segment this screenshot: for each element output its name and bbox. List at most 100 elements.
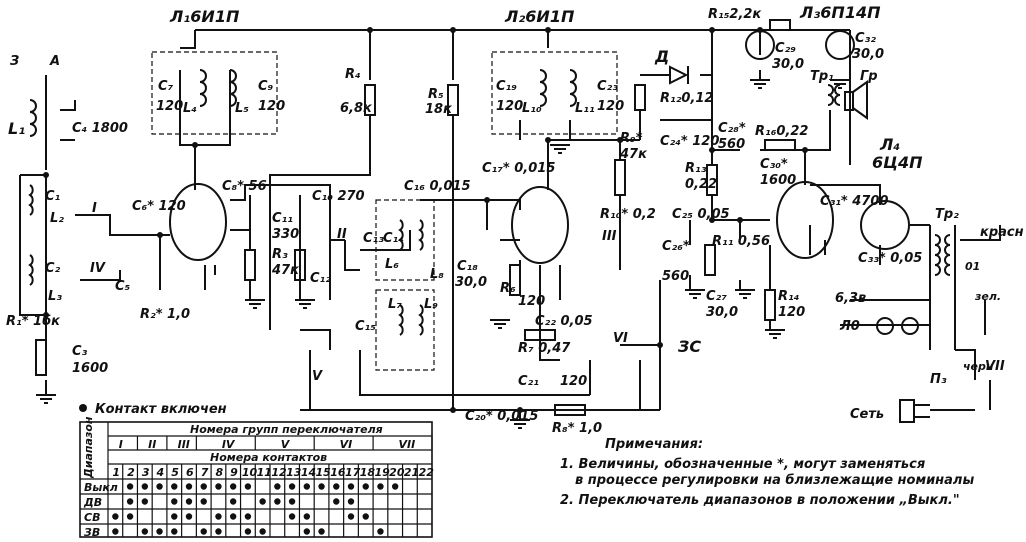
c21-label: C₂₁ <box>518 374 539 389</box>
r3-value: 47к <box>271 263 300 278</box>
table-contact-dot <box>333 483 340 490</box>
c32-value: 30,0 <box>852 47 884 62</box>
c22-label: C₂₂ 0,05 <box>535 314 593 329</box>
c30-label: C₃₀* <box>760 157 788 172</box>
c5-label: C₅ <box>115 279 131 294</box>
r10-label: R₁₀* 0,2 <box>600 207 656 222</box>
table-contact-dot <box>362 483 369 490</box>
r6-value: 120 <box>518 294 545 309</box>
output-zs-label: ЗС <box>677 337 701 356</box>
legend-text: Контакт включен <box>95 402 227 417</box>
c26-value: 560 <box>662 269 689 284</box>
r4-value: 6,8к <box>340 101 373 116</box>
table-contact-dot <box>391 483 399 490</box>
r2-label: R₂* 1,0 <box>140 307 190 322</box>
mains-plug <box>899 399 930 423</box>
table-contact-dot <box>112 528 119 535</box>
table-contact-dot <box>347 498 355 505</box>
tube-l2-label: Л₂6И1П <box>504 7 575 26</box>
table-contact-dot <box>156 528 163 535</box>
ground-terminal-label: З <box>10 54 19 69</box>
c6-label: C₆* 120 <box>132 199 186 214</box>
table-contact-number: 4 <box>156 466 165 479</box>
l11-label: L₁₁ <box>575 101 595 116</box>
table-group-number: II <box>148 438 156 451</box>
table-group-number: IV <box>222 438 236 451</box>
r3-label: R₃ <box>272 247 288 262</box>
shields <box>151 51 618 371</box>
switch-group-3: III <box>602 229 617 244</box>
table-contact-number: 22 <box>419 466 435 479</box>
c19-value: 120 <box>496 99 523 114</box>
table-contact-dot <box>377 483 384 490</box>
table-group-number: VII <box>399 438 416 451</box>
c11-label: C₁₁ <box>272 211 293 226</box>
switch-group-labels: I II III IV V VI VII <box>90 201 1005 384</box>
r1-label: R₁* 1бк <box>6 314 61 329</box>
table-group-number: I <box>119 438 123 451</box>
table-contact-dot <box>229 498 237 505</box>
c21-value: 120 <box>560 374 587 389</box>
table-contact-dot <box>318 528 325 535</box>
table-group-number: V <box>281 438 291 451</box>
r4-label: R₄ <box>345 67 361 82</box>
c9-value: 120 <box>258 99 285 114</box>
gr-label: Гр <box>860 69 878 84</box>
c12-label: C₁₂ <box>310 271 331 286</box>
table-contact-dot <box>141 483 149 490</box>
table-contact-dot <box>288 513 296 520</box>
note-line-1: 1. Величины, обозначенные *, могут замен… <box>560 457 925 472</box>
legend-dot <box>79 404 87 412</box>
tube-l3-label: Л₃6П14П <box>799 3 881 22</box>
c18-label: C₁₈ <box>457 259 478 274</box>
table-contact-dot <box>347 483 355 490</box>
table-contact-dot <box>141 528 149 535</box>
l5-label: L₅ <box>235 101 249 116</box>
c28-label: C₂₈* <box>718 121 746 136</box>
table-contact-dot <box>288 498 296 505</box>
r9-label: R₉* <box>620 131 643 146</box>
c26-label: C₂₆* <box>662 239 690 254</box>
c20-label: C₂₀* 0,015 <box>465 409 538 424</box>
switch-group-2: II <box>337 227 347 242</box>
diode-d <box>669 65 689 85</box>
tube-labels: Л₁6И1П Л₂6И1П Л₃6П14П Л₄ 6Ц4П <box>169 3 923 172</box>
table-contact-dot <box>229 513 237 520</box>
table-contact-dot <box>244 528 252 535</box>
table-groups-header: Номера групп переключателя <box>190 423 383 436</box>
table-contact-dot <box>362 513 369 520</box>
speaker <box>844 80 868 120</box>
l7-label: L₇ <box>388 297 402 312</box>
notes-title: Примечания: <box>605 437 703 452</box>
table-contact-dot <box>244 513 252 520</box>
red-wire-label: красн <box>980 225 1024 240</box>
r5-label: R₅ <box>428 87 444 102</box>
l6-label: L₆ <box>385 257 399 272</box>
table-contact-dot <box>200 483 207 490</box>
table-contact-dot <box>259 498 266 505</box>
table-contact-number: 15 <box>316 466 332 479</box>
table-contact-number: 10 <box>242 466 258 479</box>
l2-label: L₂ <box>50 211 64 226</box>
c23-label: C₂₃ <box>597 79 618 94</box>
dial-lamps <box>876 317 919 335</box>
table-contact-dot <box>200 498 207 505</box>
r7-label: R₇ 0,47 <box>518 341 571 356</box>
p3-label: П₃ <box>930 372 947 387</box>
table-grid-columns <box>122 436 433 537</box>
table-contact-dot <box>244 483 252 490</box>
c29-label: C₂₉ <box>775 41 796 56</box>
c18-value: 30,0 <box>455 275 487 290</box>
table-contact-dot <box>303 513 311 520</box>
c1-label: C₁ <box>45 189 61 204</box>
antenna-terminal-label: А <box>49 54 60 69</box>
table-contact-number: 7 <box>201 466 209 479</box>
c31-label: C₃₁* 4700 <box>820 194 888 209</box>
r14-label: R₁₄ <box>778 289 800 304</box>
c4-label: C₄ 1800 <box>72 121 128 136</box>
table-contact-dot <box>200 528 207 535</box>
c16-label: C₁₆ 0,015 <box>404 179 471 194</box>
table-contact-dot <box>171 483 178 490</box>
